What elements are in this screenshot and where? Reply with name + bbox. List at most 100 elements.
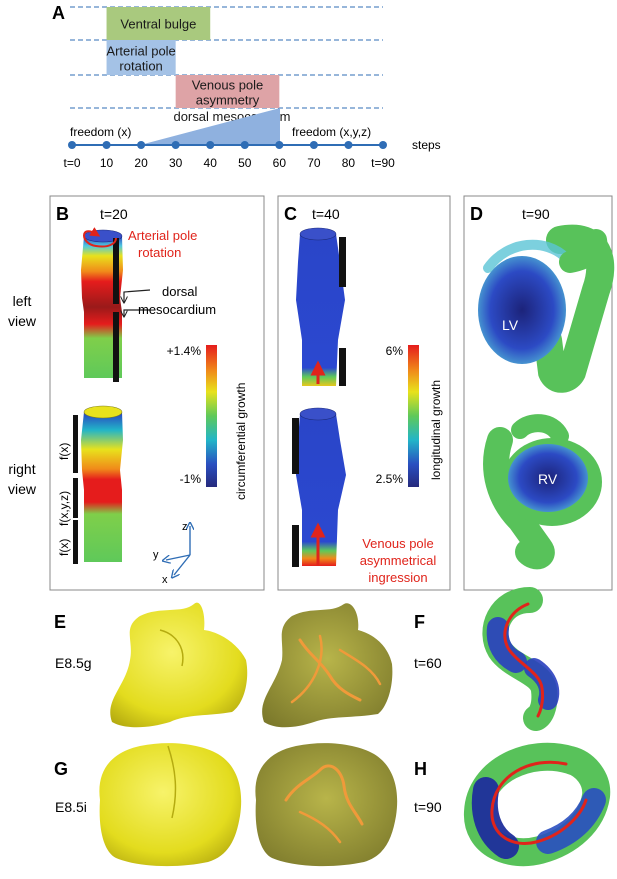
heart-d-highlight	[483, 239, 571, 273]
phase-bar-1	[106, 7, 211, 40]
timeline-tick-label: 60	[273, 156, 287, 170]
arterial-label-1: Arterial pole	[128, 228, 197, 243]
panel-b-time: t=20	[100, 206, 128, 222]
tube-c-bottom-top	[299, 407, 337, 421]
freedom-mark-2: f(x,y,z)	[57, 491, 71, 526]
timeline-tick-dot	[309, 141, 318, 149]
phase-label-1-1: Ventral bulge	[120, 17, 196, 32]
steps-label: steps	[412, 138, 441, 152]
panel-letter-a: A	[52, 3, 65, 23]
timeline-tick-label: t=90	[371, 156, 395, 170]
panel-g-stage: E8.5i	[55, 799, 87, 815]
phase-bar-3	[175, 75, 280, 108]
freedom-mark-3: f(x)	[57, 539, 71, 556]
colorbar-b-min: -1%	[180, 472, 202, 486]
axis-x-label: x	[162, 574, 168, 586]
panel-d: D t=90 LV RV	[470, 204, 615, 570]
timeline-tick-dot	[379, 141, 387, 149]
loop-h-blue-2	[536, 788, 606, 854]
loop-f-blue-2	[524, 658, 560, 710]
colorbar-b-title: circumferential growth	[234, 383, 248, 500]
heart-g-centerline-1	[284, 764, 364, 826]
timeline-tick-dot	[206, 141, 215, 149]
c-bar-lower	[339, 348, 346, 386]
heart-d-lv-chamber	[478, 256, 566, 364]
timeline-tick-label: 40	[204, 156, 218, 170]
axis-y	[166, 554, 191, 560]
phase-label-2-1: Arterial pole	[106, 44, 175, 59]
loop-f-blue-1	[486, 617, 527, 673]
timeline-tick-dot	[68, 141, 76, 149]
freedom-bar-2	[73, 478, 78, 518]
panel-f-time: t=60	[414, 655, 442, 671]
timeline-tick-label: 50	[238, 156, 252, 170]
tube-right-top	[83, 405, 123, 419]
heart-d-right-tract	[483, 427, 555, 570]
rotation-arrow	[83, 227, 117, 248]
timeline-tick-label: 70	[307, 156, 321, 170]
row-label-left-1: left	[13, 293, 32, 309]
panel-b: B t=20 Arterial pole rotation dorsal mes…	[56, 204, 248, 586]
colorbar-longitudinal	[408, 345, 419, 487]
panel-letter-d: D	[470, 204, 483, 224]
row-label-right-1: right	[8, 461, 35, 477]
heart-g-solid	[99, 743, 242, 867]
dorsal-arrow-upper	[124, 289, 151, 302]
timeline-tick-dot	[137, 141, 146, 149]
freedom-left-label: freedom (x)	[70, 125, 131, 139]
timeline-tick-dot	[275, 141, 284, 149]
c-bar-upper	[339, 237, 346, 287]
freedom-bar-1	[73, 415, 78, 473]
heart-e-crease	[159, 629, 184, 667]
freedom-right-label: freedom (x,y,z)	[292, 125, 371, 139]
freedom-bar-3	[73, 520, 78, 564]
panel-g: G E8.5i	[54, 743, 398, 867]
heart-e-centerline-1	[298, 638, 362, 702]
panel-h-time: t=90	[414, 799, 442, 815]
panel-b-frame	[49, 195, 265, 591]
timeline-tick-dot	[240, 141, 249, 149]
heart-e-centerline-3	[338, 648, 382, 686]
heart-d-top	[559, 229, 608, 273]
panel-letter-b: B	[56, 204, 69, 224]
axis-x	[174, 554, 191, 575]
timeline-tick-dot	[171, 141, 180, 149]
panel-c: C t=40 6% 2.5% longitudinal growth Venou…	[284, 204, 443, 585]
rv-label: RV	[538, 471, 558, 487]
row-label-left-2: view	[8, 313, 37, 329]
venous-label-2: asymmetrical	[360, 553, 437, 568]
c-bar-right-upper	[292, 418, 299, 474]
row-label-right-2: view	[8, 481, 37, 497]
dorsal-label-2: mesocardium	[138, 302, 216, 317]
tube-c-right-view	[296, 414, 346, 566]
panel-d-time: t=90	[522, 206, 550, 222]
phase-label-2-2: rotation	[119, 59, 162, 74]
loop-h-centerline	[490, 760, 588, 845]
tube-c-top	[299, 227, 337, 241]
timeline-tick-dot	[344, 141, 353, 149]
heart-e-centerline-2	[290, 634, 323, 704]
panel-letter-g: G	[54, 759, 68, 779]
timeline-tick-label: 80	[342, 156, 356, 170]
mesocardium-bar-upper	[113, 238, 119, 304]
timeline-tick-label: 10	[100, 156, 114, 170]
timeline-tick-label: t=0	[63, 156, 80, 170]
colorbar-b-max: +1.4%	[167, 344, 202, 358]
panel-letter-f: F	[414, 612, 425, 632]
tube-right-view	[81, 412, 123, 562]
mesocardium-bar-lower	[113, 312, 119, 382]
heart-d-rv-chamber	[508, 444, 588, 512]
freedom-mark-1: f(x)	[57, 443, 71, 460]
dorsal-arrow-lower	[124, 309, 150, 316]
heart-g-centerline-2	[298, 810, 342, 844]
breakdown-wedge	[140, 108, 280, 145]
heart-g-transparent	[255, 743, 398, 867]
c-bar-right-lower	[292, 525, 299, 567]
colorbar-circumferential	[206, 345, 217, 487]
colorbar-c-title: longitudinal growth	[429, 380, 443, 480]
heart-e-transparent	[262, 603, 393, 728]
phase-label-3-1: Venous pole	[192, 78, 264, 93]
